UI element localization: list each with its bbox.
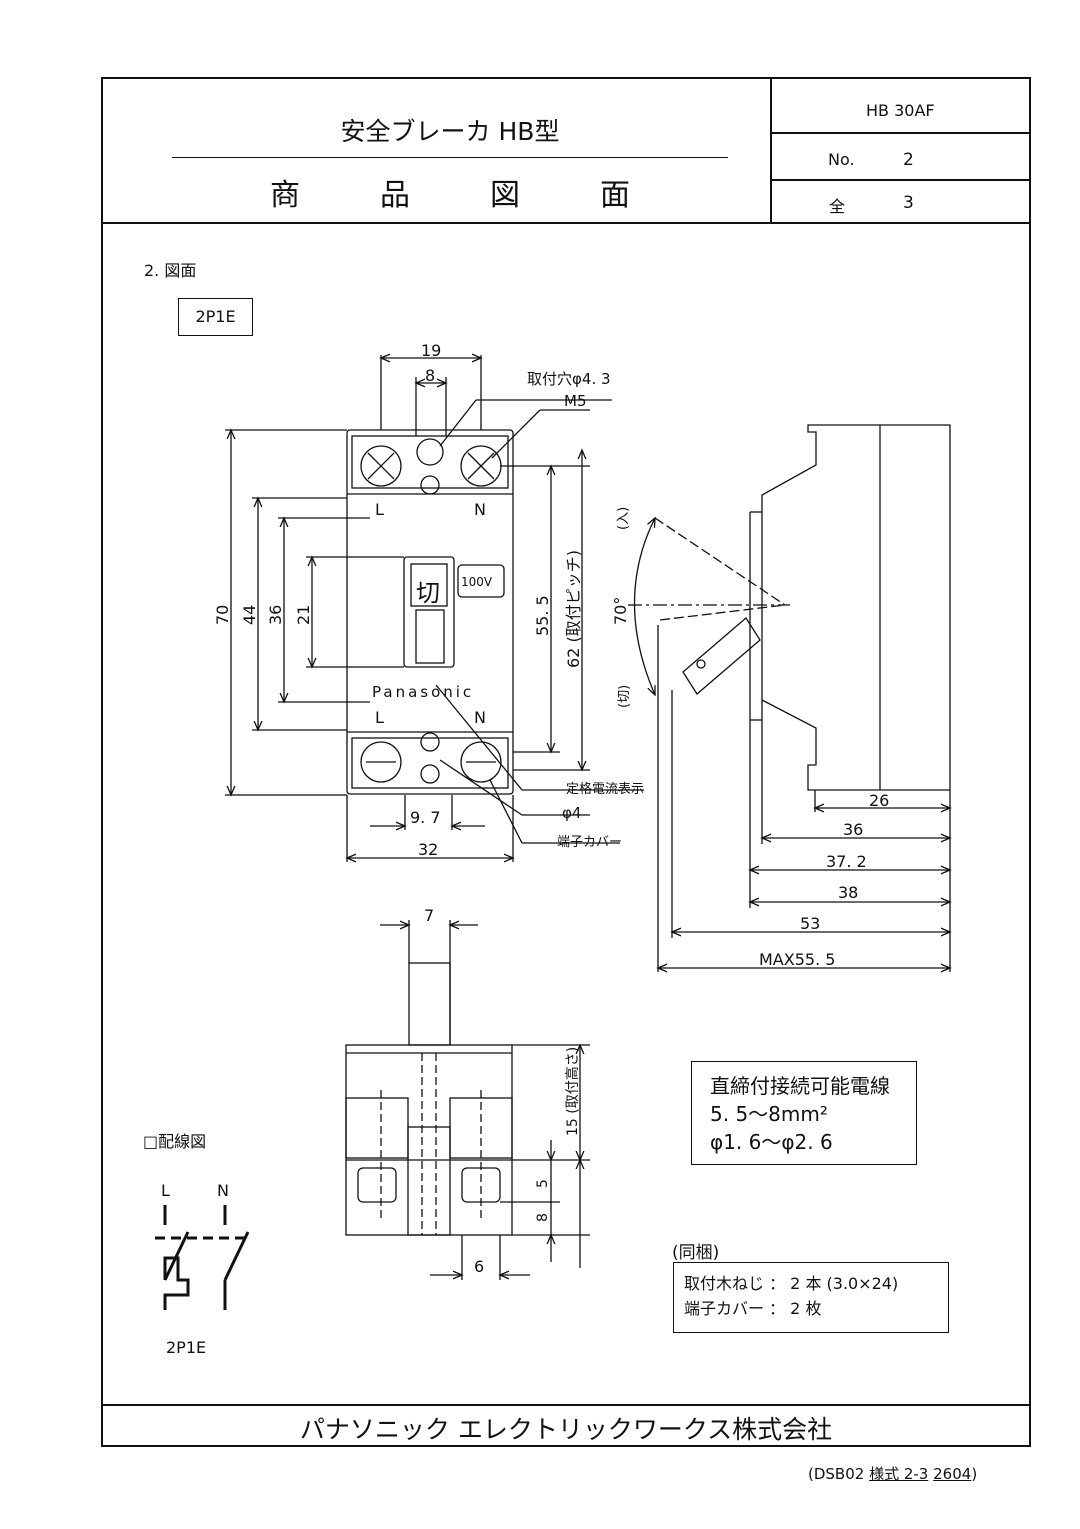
dim-32: 32	[418, 840, 438, 859]
screw-label: M5	[564, 392, 587, 410]
form-code: (DSB02 様式 2-3 2604)	[808, 1463, 977, 1484]
label-L-bottom: L	[375, 708, 384, 727]
wiring-title: □配線図	[143, 1132, 207, 1151]
no-value: 2	[903, 150, 914, 170]
label-N-top: N	[474, 500, 486, 519]
wiring-label-N: N	[217, 1181, 229, 1200]
accessory-item: 端子カバー ： 2 枚	[684, 1299, 822, 1318]
subtitle-char: 面	[600, 178, 630, 213]
off-label: (切)	[617, 685, 632, 708]
header-divider	[101, 222, 1031, 224]
subtitle-char: 図	[490, 178, 520, 213]
label-N-bottom: N	[474, 708, 486, 727]
brand-label: Panasonic	[372, 683, 474, 701]
total-label: 全	[829, 197, 846, 216]
meta-divider-1	[770, 132, 1031, 134]
accessories-box: 取付木ねじ ： 2 本 (3.0×24) 端子カバー ： 2 枚	[673, 1262, 949, 1333]
section-title: 2. 図面	[144, 261, 197, 280]
breaker-bottom-view	[345, 920, 590, 1280]
dim-62-pitch: 62 (取付ピッチ)	[564, 550, 583, 668]
meta-divider-2	[770, 179, 1031, 181]
terminal-cover-label: 端子カバー	[557, 835, 622, 850]
mount-hole-label: 取付穴φ4. 3	[527, 370, 611, 388]
voltage-badge: 100V	[461, 575, 493, 589]
company-name: パナソニック エレクトリックワークス株式会社	[299, 1415, 833, 1444]
form-code-form: 様式 2-3	[869, 1465, 929, 1483]
subtitle-char: 品	[380, 178, 410, 213]
wire-spec-box: 直締付接続可能電線 5. 5～8mm² φ1. 6～φ2. 6	[691, 1061, 917, 1165]
title-underline	[172, 157, 728, 158]
dim-53: 53	[800, 914, 820, 933]
model-tag: 2P1E	[178, 298, 253, 336]
angle-label: 70°	[611, 597, 630, 625]
wire-spec-line1: 5. 5～8mm²	[710, 1102, 828, 1126]
dim-7: 7	[424, 906, 434, 925]
form-code-suffix: )	[971, 1465, 978, 1483]
drawing-frame	[101, 77, 1031, 1447]
model-number: HB 30AF	[866, 101, 935, 120]
dim-8: 8	[425, 366, 435, 385]
dim-21: 21	[294, 605, 313, 625]
accessories-title: (同梱)	[672, 1243, 720, 1263]
wiring-label-L: L	[161, 1181, 170, 1200]
wiring-diagram	[155, 1205, 250, 1310]
dim-8-bottom: 8	[535, 1213, 551, 1222]
footer-divider	[101, 1404, 1031, 1406]
dim-26: 26	[869, 791, 889, 810]
dim-15-height: 15 (取付高さ)	[564, 1047, 581, 1136]
hole-bottom-label: φ4	[562, 804, 581, 822]
dim-38: 38	[838, 883, 858, 902]
wiring-model: 2P1E	[166, 1338, 207, 1357]
form-code-prefix: (DSB02	[808, 1465, 870, 1483]
document-title: 安全ブレーカ HB型	[340, 117, 560, 146]
breaker-side-view	[628, 424, 950, 972]
dim-55-5: 55. 5	[533, 595, 552, 636]
dim-37-2: 37. 2	[826, 852, 867, 871]
dim-5: 5	[535, 1179, 551, 1188]
form-code-number: 2604	[933, 1465, 972, 1483]
wire-spec-title: 直締付接続可能電線	[710, 1074, 890, 1098]
dim-70: 70	[213, 605, 232, 625]
label-L-top: L	[375, 500, 384, 519]
dim-6: 6	[474, 1257, 484, 1276]
no-label: No.	[828, 150, 855, 169]
dim-44: 44	[240, 605, 259, 625]
wire-spec-line2: φ1. 6～φ2. 6	[710, 1130, 833, 1154]
subtitle-char: 商	[270, 178, 300, 213]
handle-off-mark: 切	[416, 579, 440, 607]
dim-19: 19	[421, 341, 441, 360]
dim-36-side: 36	[843, 820, 863, 839]
accessory-item: 取付木ねじ ： 2 本 (3.0×24)	[684, 1274, 899, 1293]
total-value: 3	[903, 193, 914, 213]
rated-current-label: 定格電流表示	[566, 781, 644, 797]
header-vdivider	[770, 77, 772, 223]
document-subtitle: 商 品 図 面	[170, 170, 730, 214]
dim-9-7: 9. 7	[410, 808, 441, 827]
on-label: (入)	[616, 507, 631, 530]
dim-36: 36	[266, 605, 285, 625]
dim-max55-5: MAX55. 5	[759, 950, 835, 969]
